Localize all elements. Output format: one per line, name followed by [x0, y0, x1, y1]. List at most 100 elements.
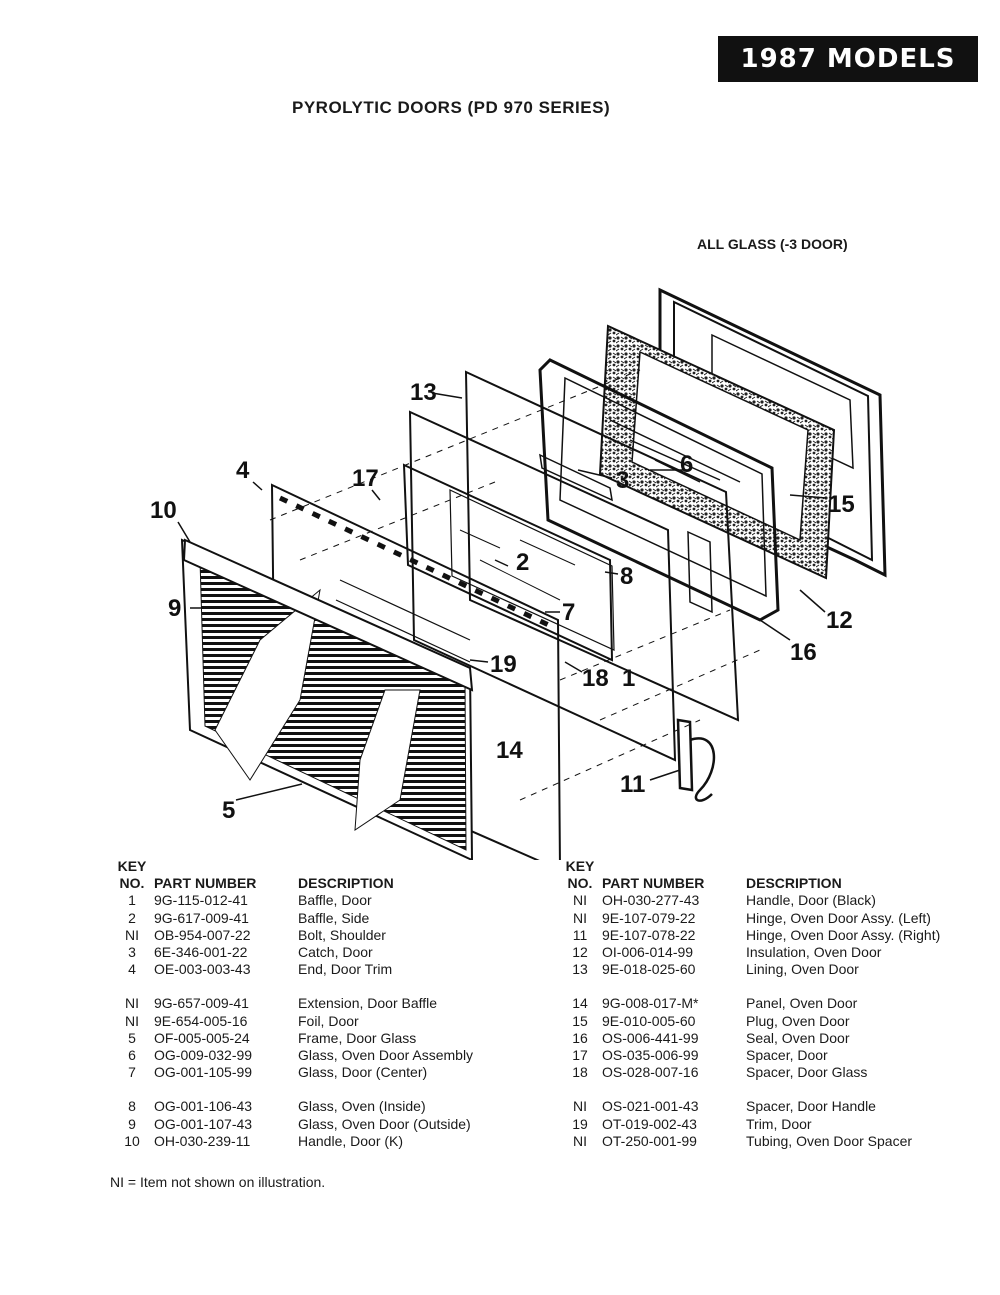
part-number-cell: OG-001-106-43 [154, 1098, 253, 1115]
callout-15: 15 [828, 491, 855, 518]
key-cell: NI [573, 1132, 587, 1149]
part-number-cell: 9E-107-078-22 [602, 926, 696, 943]
header-no: NO. [567, 875, 593, 892]
group-spacer [558, 1081, 940, 1098]
description-cell: Lining, Oven Door [746, 961, 859, 978]
callout-17: 17 [352, 465, 379, 492]
callout-6: 6 [680, 451, 693, 478]
header-key: KEY [117, 858, 147, 874]
part-number-cell: 9E-107-079-22 [602, 909, 696, 926]
key-cell: 15 [572, 1012, 588, 1029]
description-cell: Panel, Oven Door [746, 995, 858, 1012]
exploded-door-diagram: 13 4 17 10 9 3 6 15 2 8 7 12 16 19 18 1 … [150, 287, 887, 860]
leader-lines [177, 392, 827, 801]
description-cell: Spacer, Door Glass [746, 1064, 868, 1081]
key-cell: NI [573, 909, 587, 926]
description-cell: End, Door Trim [298, 961, 393, 978]
assembly-guide-lines [269, 369, 761, 801]
part-number-cell: OS-006-441-99 [602, 1029, 699, 1046]
callout-7: 7 [562, 599, 575, 626]
description-cell: Insulation, Oven Door [746, 944, 882, 961]
description-cell: Spacer, Door Handle [746, 1098, 876, 1115]
part-number-cell: OE-003-003-43 [154, 961, 251, 978]
header-no: NO. [119, 875, 145, 892]
part-number-cell: 9E-654-005-16 [154, 1012, 248, 1029]
table-row: 7 OG-001-105-99 Glass, Door (Center) [110, 1064, 473, 1081]
description-cell: Baffle, Side [298, 909, 370, 926]
callout-11: 11 [620, 771, 645, 798]
header-description: DESCRIPTION [298, 875, 394, 892]
description-cell: Hinge, Oven Door Assy. (Left) [746, 909, 931, 926]
part-number-cell: OG-001-105-99 [154, 1064, 253, 1081]
description-cell: Glass, Oven (Inside) [298, 1098, 426, 1115]
description-cell: Extension, Door Baffle [298, 995, 438, 1012]
key-cell: NI [125, 995, 139, 1012]
group-spacer [558, 978, 940, 995]
part-number-cell: 9G-617-009-41 [154, 909, 249, 926]
description-cell: Hinge, Oven Door Assy. (Right) [746, 926, 941, 943]
table-row: 13 9E-018-025-60 Lining, Oven Door [558, 961, 940, 978]
table-row: 16 OS-006-441-99 Seal, Oven Door [558, 1030, 940, 1047]
part-number-cell: OT-250-001-99 [602, 1132, 697, 1149]
key-cell: 2 [128, 909, 136, 926]
part-number-cell: 9E-018-025-60 [602, 961, 696, 978]
table-row: 4 OE-003-003-43 End, Door Trim [110, 961, 473, 978]
key-cell: 17 [572, 1047, 588, 1064]
part-number-cell: 9E-010-005-60 [602, 1012, 696, 1029]
key-cell: 1 [128, 892, 136, 909]
group-spacer [110, 1081, 473, 1098]
key-cell: NI [125, 926, 139, 943]
description-cell: Foil, Door [298, 1012, 359, 1029]
part-number-cell: OI-006-014-99 [602, 944, 694, 961]
description-cell: Bolt, Shoulder [298, 926, 386, 943]
part-number-cell: 9G-008-017-M* [602, 995, 699, 1012]
description-cell: Handle, Door (Black) [746, 892, 876, 909]
key-cell: 7 [128, 1064, 136, 1081]
part-number-cell: OH-030-239-11 [154, 1132, 251, 1149]
key-cell: 14 [572, 995, 588, 1012]
description-cell: Baffle, Door [298, 892, 372, 909]
key-cell: 11 [572, 926, 588, 943]
table-header: KEY [110, 858, 473, 875]
part-number-cell: OS-028-007-16 [602, 1064, 699, 1081]
description-cell: Plug, Oven Door [746, 1012, 850, 1029]
door-subtitle: ALL GLASS (-3 DOOR) [697, 236, 848, 252]
key-cell: 19 [572, 1115, 588, 1132]
callout-5: 5 [222, 797, 235, 824]
part-number-cell: OG-001-107-43 [154, 1115, 253, 1132]
key-cell: 5 [128, 1029, 136, 1046]
key-cell: 4 [128, 961, 136, 978]
table-row: 11 9E-107-078-22 Hinge, Oven Door Assy. (R… [558, 926, 941, 944]
door-lining [408, 370, 740, 762]
description-cell: Glass, Door (Center) [298, 1064, 428, 1081]
table-row: 14 9G-008-017-M* Panel, Oven Door [558, 995, 940, 1012]
callout-19: 19 [490, 651, 517, 678]
key-cell: 9 [128, 1115, 136, 1132]
callout-10: 10 [150, 497, 177, 524]
part-number-cell: OS-021-001-43 [602, 1098, 699, 1115]
key-cell: 10 [124, 1132, 140, 1149]
key-cell: 13 [572, 961, 588, 978]
description-cell: Seal, Oven Door [746, 1029, 850, 1046]
hinge [676, 718, 716, 802]
part-number-cell: OH-030-277-43 [602, 892, 700, 909]
key-cell: 16 [572, 1029, 588, 1046]
table-header: KEY [558, 858, 940, 875]
table-header: NO. PART NUMBER DESCRIPTION [110, 875, 473, 892]
table-row: 2 9G-617-009-41 Baffle, Side [110, 910, 473, 927]
header-key: KEY [565, 858, 595, 874]
key-cell: NI [573, 1098, 587, 1115]
